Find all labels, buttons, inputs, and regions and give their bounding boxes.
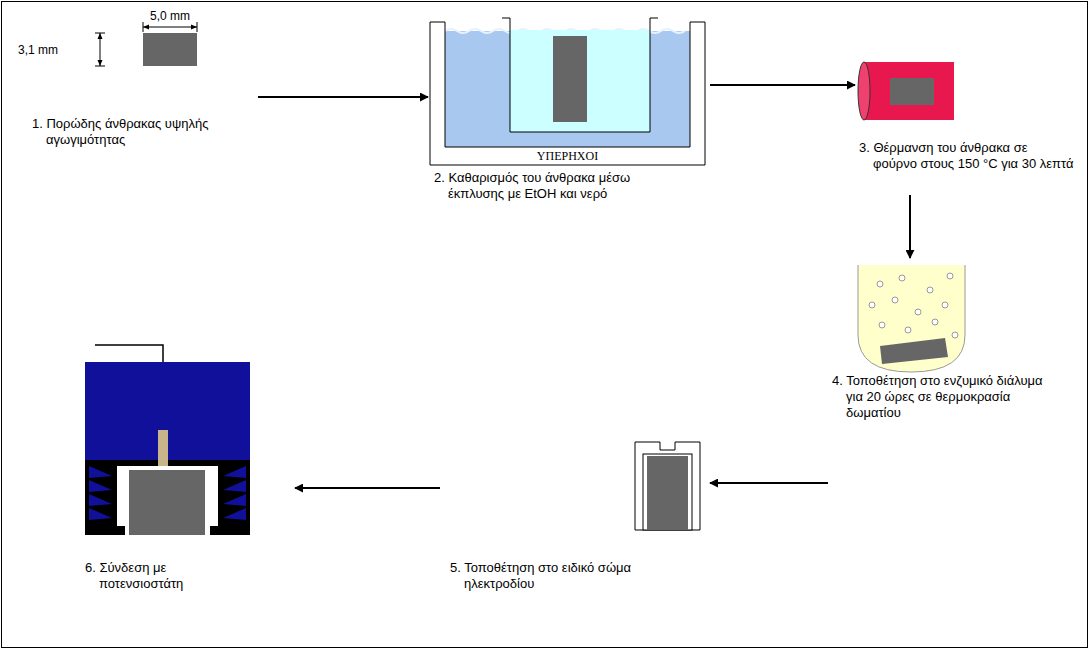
carbon-sample: [95, 22, 197, 66]
flow-arrow: [258, 96, 428, 98]
step-caption: 2. Καθαρισμός του άνθρακα μέσω έκπλυσης …: [434, 170, 684, 202]
step-box: 2. Καθαρισμός του άνθρακα μέσω έκπλυσης …: [428, 14, 710, 208]
dimension-label: 3,1 mm: [18, 43, 58, 57]
flow-arrow: [909, 195, 911, 258]
oven: [858, 62, 954, 120]
bath-label: ΥΠΕΡΗΧΟΙ: [537, 149, 598, 163]
step-caption: 5. Τοποθέτηση στο ειδικό σώμα ηλεκτροδίο…: [450, 560, 670, 592]
enzyme-tube: [858, 265, 965, 372]
step-caption: 3. Θέρμανση του άνθρακα σε φούρνο στους …: [859, 140, 1074, 172]
assembled-electrode: [85, 345, 250, 535]
step-box: 6. Σύνδεση με ποτενσιοστάτη: [80, 338, 295, 600]
ultrasonic-bath: [430, 18, 705, 165]
flow-arrow: [710, 482, 828, 484]
dimension-label: 5,0 mm: [150, 9, 190, 23]
step-box: 5. Τοποθέτηση στο ειδικό σώμα ηλεκτροδίο…: [440, 435, 710, 603]
step-box: 3. Θέρμανση του άνθρακα σε φούρνο στους …: [855, 55, 1083, 195]
flow-arrow: [295, 487, 440, 489]
step-caption: 1. Πορώδης άνθρακας υψηλής αγωγιμότητας: [32, 116, 258, 148]
step-caption: 6. Σύνδεση με ποτενσιοστάτη: [85, 560, 215, 592]
step-box: 1. Πορώδης άνθρακας υψηλής αγωγιμότητας: [20, 8, 258, 158]
step-caption: 4. Τοποθέτηση στο ενζυμικό διάλυμα για 2…: [832, 373, 1062, 421]
flow-arrow: [710, 84, 855, 86]
step-box: 4. Τοποθέτηση στο ενζυμικό διάλυμα για 2…: [828, 258, 1083, 428]
electrode-holder: [635, 442, 700, 530]
